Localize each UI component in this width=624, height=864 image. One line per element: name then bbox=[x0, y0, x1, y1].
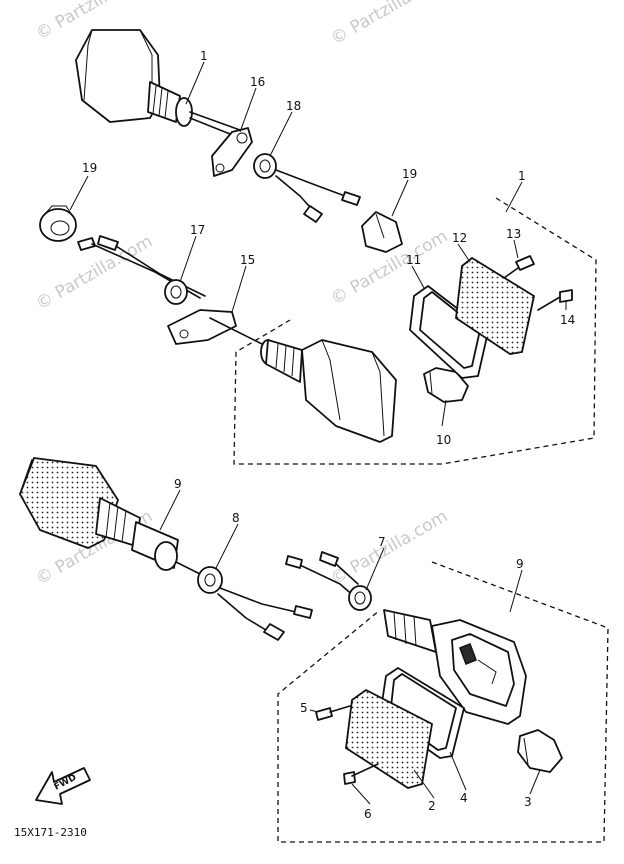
lens-2 bbox=[345, 688, 433, 789]
screw-5 bbox=[315, 705, 351, 721]
callout-5: 5 bbox=[300, 701, 308, 715]
callout-11: 11 bbox=[406, 253, 421, 267]
screw-6 bbox=[343, 763, 379, 785]
stay-bracket-15 bbox=[167, 309, 263, 345]
turn-signal-rear-left bbox=[75, 29, 241, 139]
grommet-17 bbox=[164, 279, 188, 305]
screw-13 bbox=[503, 255, 535, 279]
turn-signal-front-left bbox=[19, 457, 201, 575]
grommet-18 bbox=[253, 153, 361, 223]
callout-19-left: 19 bbox=[82, 161, 97, 175]
callout-9-left: 9 bbox=[174, 477, 182, 491]
callout-7: 7 bbox=[378, 535, 386, 549]
callout-17: 17 bbox=[190, 223, 205, 237]
callout-3: 3 bbox=[524, 795, 532, 809]
callout-6: 6 bbox=[364, 807, 372, 821]
watermark: © Partzilla.com bbox=[328, 506, 452, 589]
callout-numbers: 1 16 18 19 19 1 17 15 12 13 11 14 10 9 8… bbox=[82, 49, 575, 821]
lens-gasket-11 bbox=[409, 285, 489, 379]
diagram-code: 15X171-2310 bbox=[14, 826, 87, 839]
turn-signal-rear-right bbox=[260, 339, 397, 443]
callout-8: 8 bbox=[232, 511, 240, 525]
callout-16: 16 bbox=[250, 75, 265, 89]
callout-19-right: 19 bbox=[402, 167, 417, 181]
callout-18: 18 bbox=[286, 99, 301, 113]
callout-14: 14 bbox=[560, 313, 575, 327]
callout-15: 15 bbox=[240, 253, 255, 267]
stay-bracket-16 bbox=[211, 127, 253, 177]
callout-2: 2 bbox=[428, 799, 436, 813]
callout-12: 12 bbox=[452, 231, 467, 245]
callout-4: 4 bbox=[460, 791, 468, 805]
bulb-10 bbox=[423, 367, 469, 403]
wire-connectors-7 bbox=[285, 551, 359, 599]
grommet-8 bbox=[197, 566, 313, 641]
rubber-cap-19-left bbox=[39, 205, 77, 242]
watermark: © Partzilla.com bbox=[328, 0, 452, 49]
screw-14 bbox=[537, 289, 573, 311]
assembly-boundary-1 bbox=[233, 197, 597, 465]
bulb-3 bbox=[517, 729, 563, 773]
leader-lines bbox=[69, 61, 567, 805]
rubber-cap-19-right bbox=[361, 211, 403, 253]
turn-signal-front-right bbox=[383, 609, 527, 725]
callout-1-top: 1 bbox=[200, 49, 208, 63]
callout-1-middle: 1 bbox=[518, 169, 526, 183]
forward-arrow-icon: FWD bbox=[35, 767, 91, 805]
assembly-boundary-9 bbox=[277, 561, 609, 843]
callout-13: 13 bbox=[506, 227, 521, 241]
callout-9-right: 9 bbox=[516, 557, 524, 571]
grommet-7 bbox=[348, 585, 372, 611]
lens-12 bbox=[455, 256, 536, 355]
callout-10: 10 bbox=[436, 433, 451, 447]
